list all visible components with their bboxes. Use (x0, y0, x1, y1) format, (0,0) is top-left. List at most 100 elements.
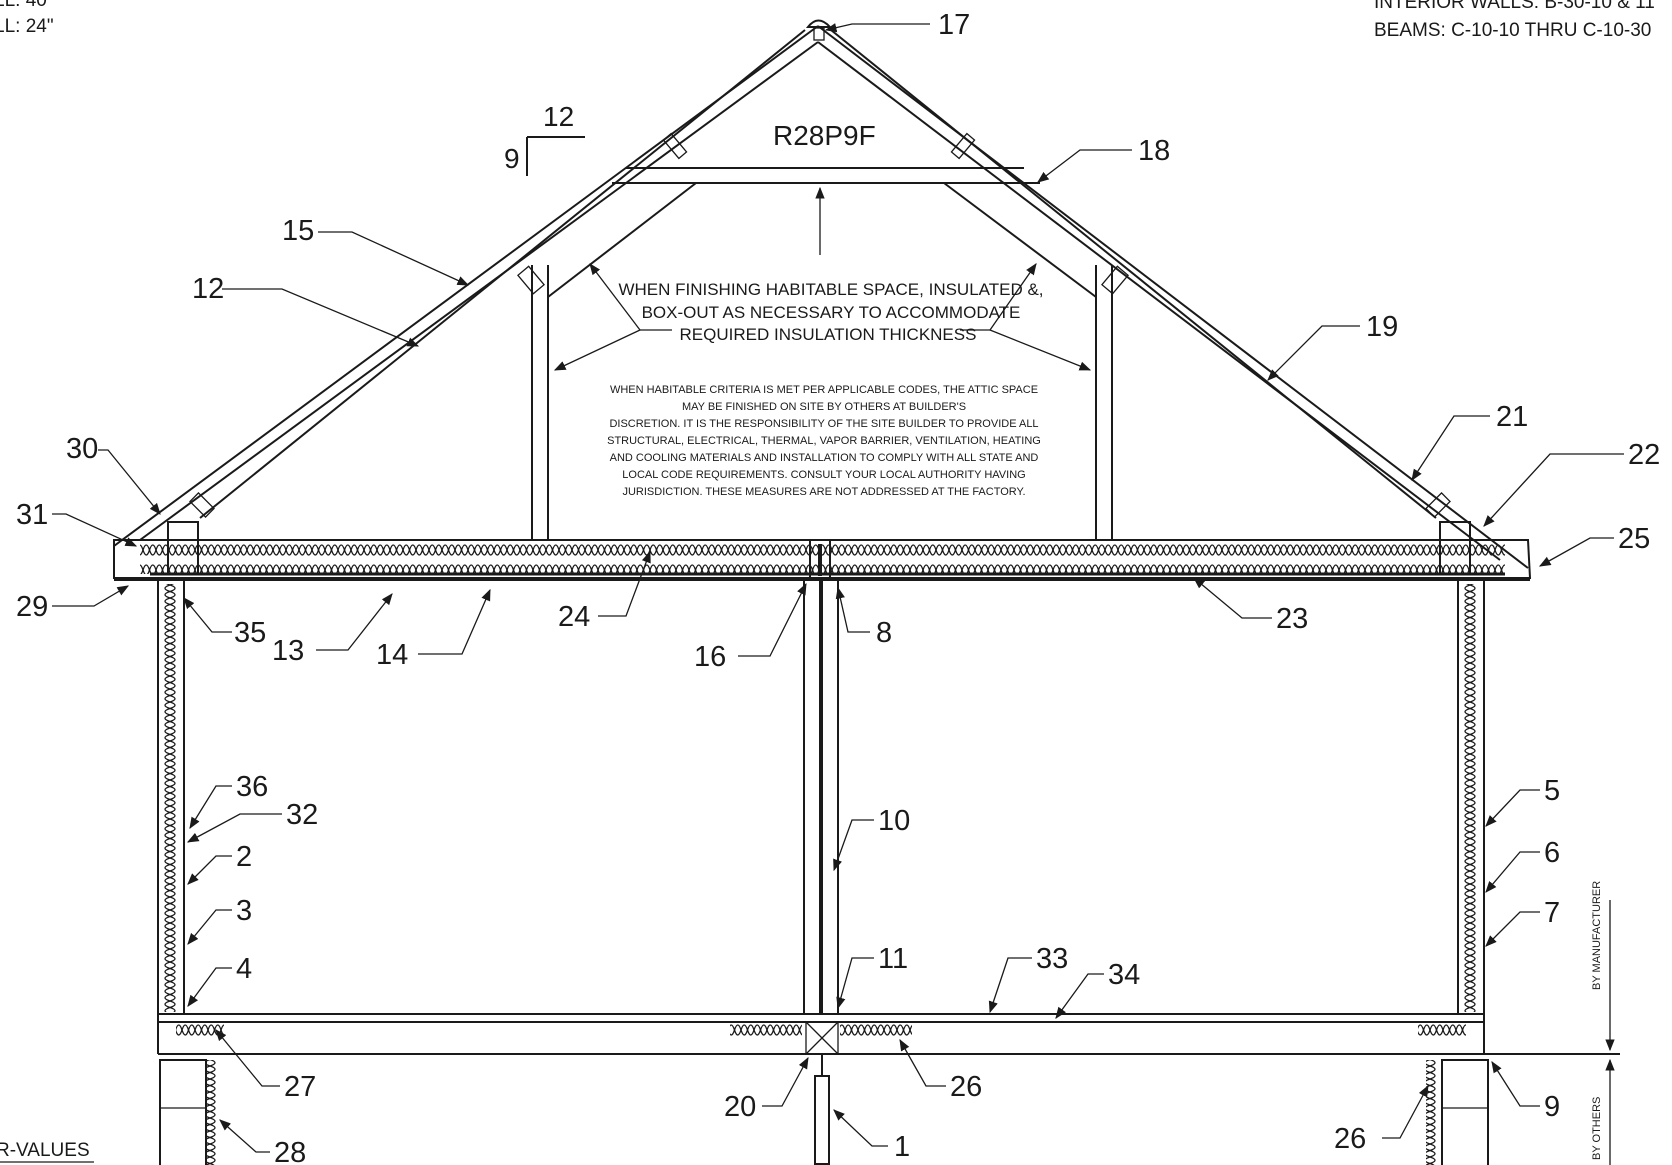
leader-32 (186, 813, 282, 843)
callout-26-right: 26 (1334, 1123, 1366, 1155)
leader-7 (1485, 911, 1540, 947)
leader-26c (899, 1038, 946, 1087)
leader-24 (598, 550, 651, 617)
leader-36 (189, 785, 232, 829)
leader-10 (833, 819, 874, 872)
callout-3: 3 (236, 895, 252, 927)
leader-25 (1538, 537, 1614, 567)
callout-11: 11 (878, 943, 908, 975)
leader-3 (187, 909, 232, 945)
leader-17 (824, 23, 930, 33)
scope-dimension: BY MANUFACTURER BY OTHERS (1591, 881, 1615, 1165)
leader-30 (98, 449, 161, 515)
footer-label: R-VALUES (0, 1140, 90, 1161)
leader-31 (52, 513, 138, 547)
by-manufacturer-label: BY MANUFACTURER (1591, 881, 1603, 990)
left-foundation (159, 1059, 222, 1165)
leader-2 (187, 855, 232, 885)
callout-26-center: 26 (950, 1071, 982, 1103)
pitch-symbol: 12 9 (504, 101, 585, 176)
callout-22: 22 (1628, 439, 1660, 471)
right-exterior-wall (1457, 579, 1485, 1015)
callout-9: 9 (1544, 1091, 1560, 1123)
by-others-label: BY OTHERS (1591, 1097, 1603, 1160)
callout-14: 14 (376, 639, 408, 671)
callout-30: 30 (66, 433, 98, 465)
leader-14 (418, 588, 491, 655)
callout-31: 31 (16, 499, 48, 531)
callout-28: 28 (274, 1137, 306, 1165)
leader-33 (988, 957, 1032, 1014)
callout-18: 18 (1138, 135, 1170, 167)
header-right-line-2: BEAMS: C-10-10 THRU C-10-30 (1374, 20, 1651, 41)
callout-leaders (52, 23, 1624, 1153)
callout-32: 32 (286, 799, 318, 831)
callout-15: 15 (282, 215, 314, 247)
pitch-rise: 9 (504, 143, 520, 174)
note-leaders (553, 186, 1092, 371)
callout-4: 4 (236, 953, 252, 985)
leader-22 (1483, 453, 1624, 527)
habitable-note-line-3: DISCRETION. IT IS THE RESPONSIBILITY OF … (609, 418, 1038, 430)
leader-34 (1055, 973, 1104, 1019)
marriage-wall (803, 579, 839, 1015)
callout-8: 8 (876, 617, 892, 649)
callout-7: 7 (1544, 897, 1560, 929)
callout-20: 20 (724, 1091, 756, 1123)
leader-6 (1485, 851, 1540, 893)
callout-12: 12 (192, 273, 224, 305)
callout-6: 6 (1544, 837, 1560, 869)
truss-model-label: R28P9F (773, 120, 876, 151)
insulation-note-line-2: BOX-OUT AS NECESSARY TO ACCOMMODATE (642, 303, 1021, 322)
callout-23: 23 (1276, 603, 1308, 635)
leader-20 (762, 1056, 809, 1107)
leader-1 (833, 1109, 888, 1147)
leader-11 (836, 957, 874, 1010)
callout-17: 17 (938, 9, 970, 41)
callout-10: 10 (878, 805, 910, 837)
right-foundation (1426, 1059, 1489, 1165)
insulation-note-line-1: WHEN FINISHING HABITABLE SPACE, INSULATE… (618, 280, 1043, 299)
header-left-line-1: LL: 40 (0, 0, 47, 11)
header-right-line-1: INTERIOR WALLS: B-30-10 & 11 (1374, 0, 1655, 13)
habitable-note-line-5: AND COOLING MATERIALS AND INSTALLATION T… (610, 452, 1039, 464)
callout-13: 13 (272, 635, 304, 667)
leader-27 (215, 1029, 280, 1087)
habitable-note: WHEN HABITABLE CRITERIA IS MET PER APPLI… (607, 384, 1041, 498)
callout-36: 36 (236, 771, 268, 803)
leader-21 (1411, 415, 1490, 481)
callout-25: 25 (1618, 523, 1650, 555)
leader-23 (1193, 577, 1272, 619)
leader-13 (316, 593, 393, 651)
callout-1: 1 (894, 1131, 910, 1163)
callout-35: 35 (234, 617, 266, 649)
callout-34: 34 (1108, 959, 1140, 991)
leader-15 (318, 231, 470, 286)
leader-9 (1491, 1061, 1540, 1107)
callout-16: 16 (694, 641, 726, 673)
callout-24: 24 (558, 601, 590, 633)
header-left-line-2: LL: 24" (0, 16, 54, 37)
callout-29: 29 (16, 591, 48, 623)
habitable-note-line-4: STRUCTURAL, ELECTRICAL, THERMAL, VAPOR B… (607, 435, 1041, 447)
floor-assembly (157, 1013, 1620, 1165)
habitable-note-line-7: JURISDICTION. THESE MEASURES ARE NOT ADD… (622, 486, 1025, 498)
ceiling-assembly (113, 521, 1532, 581)
leader-19 (1267, 325, 1360, 381)
callout-33: 33 (1036, 943, 1068, 975)
callout-19: 19 (1366, 311, 1398, 343)
leader-4 (187, 967, 232, 1007)
leader-29 (52, 585, 130, 607)
leader-5 (1485, 789, 1540, 827)
habitable-note-line-2: MAY BE FINISHED ON SITE BY OTHERS AT BUI… (682, 401, 966, 413)
leader-18 (1037, 149, 1132, 183)
pitch-run: 12 (543, 101, 574, 132)
leader-35 (183, 597, 232, 633)
left-exterior-wall (157, 579, 185, 1015)
leader-28 (219, 1119, 270, 1153)
callout-21: 21 (1496, 401, 1528, 433)
habitable-note-line-6: LOCAL CODE REQUIREMENTS. CONSULT YOUR LO… (622, 469, 1025, 481)
leader-16 (738, 582, 807, 657)
callout-5: 5 (1544, 775, 1560, 807)
